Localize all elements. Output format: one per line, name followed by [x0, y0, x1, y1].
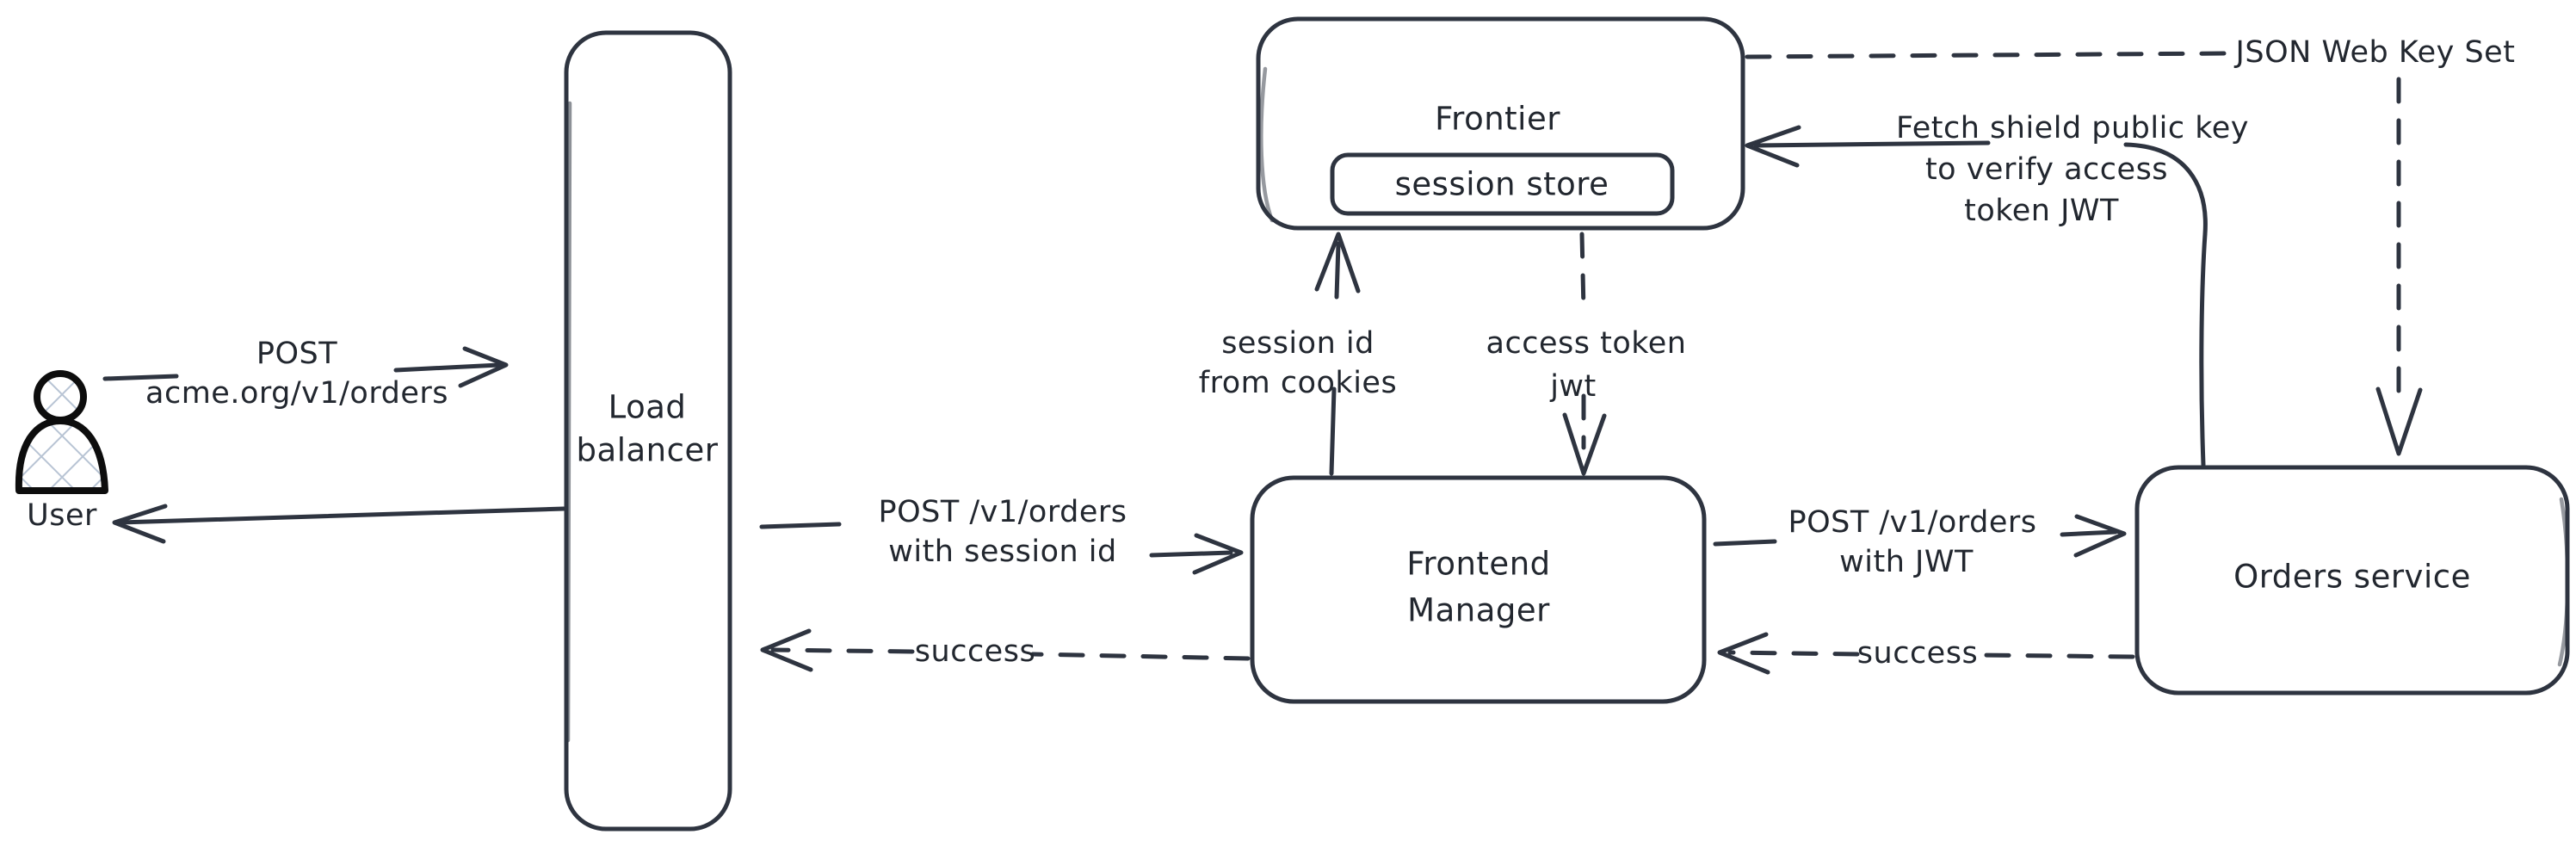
edge-user-to-lb-line-right	[393, 362, 502, 373]
edge-lb-to-fm-line-right	[1149, 550, 1233, 558]
edge-lb-to-fm-line-left	[759, 522, 842, 529]
orders-service-sketch-stroke	[2557, 497, 2570, 667]
edge-load-balancer-to-user[interactable]	[112, 504, 566, 544]
edge-lb-to-fm-label-line1: POST /v1/orders	[878, 495, 1127, 529]
edge-lb-to-fm-label-line2: with session id	[888, 535, 1117, 569]
frontend-manager-box	[1250, 475, 1707, 704]
session-store-box	[1330, 152, 1675, 216]
node-frontend-manager-label-line2: Manager	[1407, 592, 1550, 629]
edge-lb-to-user-arrowhead	[112, 504, 168, 544]
edge-orders-to-fm-arrowhead	[1717, 632, 1770, 675]
node-frontend-manager[interactable]: Frontend Manager	[1250, 475, 1707, 704]
edge-user-to-lb-line-left	[102, 374, 179, 381]
frontier-sketch-stroke	[1259, 66, 1275, 223]
edge-fm-to-orders-arrowhead	[2073, 514, 2127, 558]
node-orders-service[interactable]: Orders service	[2134, 465, 2570, 696]
edge-load-balancer-to-frontend-manager[interactable]: POST /v1/orders with session id	[759, 495, 1244, 575]
edge-fm-to-frontier-line-upper	[1334, 241, 1341, 300]
edge-orders-to-frontier-label-line2: to verify access	[1925, 152, 2168, 187]
edge-orders-service-to-frontier[interactable]: Fetch shield public key to verify access…	[1745, 111, 2249, 467]
node-frontier[interactable]: Frontier session store	[1256, 16, 1745, 231]
edge-frontier-to-fm-label-line2: jwt	[1549, 369, 1597, 404]
edge-fm-to-frontier-arrowhead	[1314, 232, 1361, 294]
edge-fm-to-frontier-label-line1: session id	[1221, 326, 1374, 361]
edge-user-to-lb-arrowhead	[458, 346, 509, 388]
edge-frontier-to-frontend-manager[interactable]: access token jwt	[1486, 232, 1687, 476]
node-frontend-manager-label-line1: Frontend	[1406, 546, 1550, 583]
edge-frontier-to-fm-dash-upper	[1579, 232, 1586, 312]
edge-frontier-to-orders-arrowhead	[2375, 386, 2423, 456]
edge-orders-to-fm-dash-left	[1727, 650, 1860, 657]
edge-fm-to-frontier-label-line2: from cookies	[1199, 366, 1397, 400]
edge-user-to-load-balancer[interactable]: POST acme.org/v1/orders	[102, 337, 509, 411]
user-body-icon	[15, 417, 108, 494]
edge-orders-to-frontier-curve	[2123, 142, 2208, 237]
node-orders-service-label: Orders service	[2233, 559, 2471, 596]
edge-fm-to-lb-dash-left	[770, 647, 915, 654]
edge-frontier-to-fm-arrowhead	[1562, 412, 1607, 476]
node-load-balancer-label-line1: Load	[608, 389, 687, 426]
edge-frontier-to-fm-label-line1: access token	[1486, 326, 1687, 361]
edge-orders-to-frontier-arrowhead	[1745, 125, 1801, 168]
edge-frontier-to-orders-horizontal	[1745, 51, 2227, 59]
node-user-label: User	[27, 498, 97, 533]
edge-frontend-manager-to-load-balancer[interactable]: success	[760, 628, 1251, 672]
edge-fm-to-lb-label: success	[915, 634, 1035, 669]
edge-fm-to-orders-line-right	[2060, 529, 2118, 537]
edge-fm-to-lb-arrowhead	[760, 628, 813, 672]
edge-orders-to-frontier-label-line1: Fetch shield public key	[1896, 111, 2249, 145]
node-session-store-label: session store	[1395, 166, 1609, 203]
edge-lb-to-fm-arrowhead	[1192, 533, 1244, 575]
node-user[interactable]: User	[15, 370, 108, 533]
edge-lb-to-user-line	[118, 506, 566, 525]
node-frontier-label: Frontier	[1435, 101, 1560, 138]
edge-frontend-manager-to-frontier[interactable]: session id from cookies	[1199, 232, 1397, 476]
node-load-balancer[interactable]: Load balancer	[564, 30, 732, 832]
edge-orders-to-fm-label: success	[1857, 636, 1978, 671]
node-session-store[interactable]: session store	[1330, 152, 1675, 216]
edge-orders-to-frontier-horizontal	[1753, 140, 1991, 148]
load-balancer-box	[564, 30, 732, 832]
edge-user-to-lb-label-line2: acme.org/v1/orders	[145, 376, 448, 411]
edge-frontier-to-orders-label: JSON Web Key Set	[2234, 35, 2516, 70]
edge-fm-to-lb-dash-right	[1030, 652, 1251, 661]
user-head-icon	[34, 370, 87, 424]
edge-fm-to-orders-line-left	[1713, 539, 1777, 547]
edge-fm-to-frontier-line-lower	[1329, 386, 1337, 476]
edge-orders-to-frontier-vertical	[2199, 232, 2208, 467]
edge-fm-to-orders-label-line2: with JWT	[1839, 545, 1974, 579]
edge-frontend-manager-to-orders-service[interactable]: POST /v1/orders with JWT	[1713, 505, 2127, 579]
node-load-balancer-label-line2: balancer	[577, 432, 719, 469]
edge-orders-to-fm-dash-right	[1977, 652, 2135, 659]
edge-user-to-lb-label-line1: POST	[256, 337, 337, 371]
edge-orders-to-frontier-label-line3: token JWT	[1964, 194, 2119, 228]
edge-orders-service-to-frontend-manager[interactable]: success	[1717, 632, 2135, 675]
edge-frontier-to-orders-service[interactable]: JSON Web Key Set	[1745, 35, 2516, 456]
load-balancer-sketch-stroke	[565, 101, 572, 743]
edge-fm-to-orders-label-line1: POST /v1/orders	[1788, 505, 2036, 540]
